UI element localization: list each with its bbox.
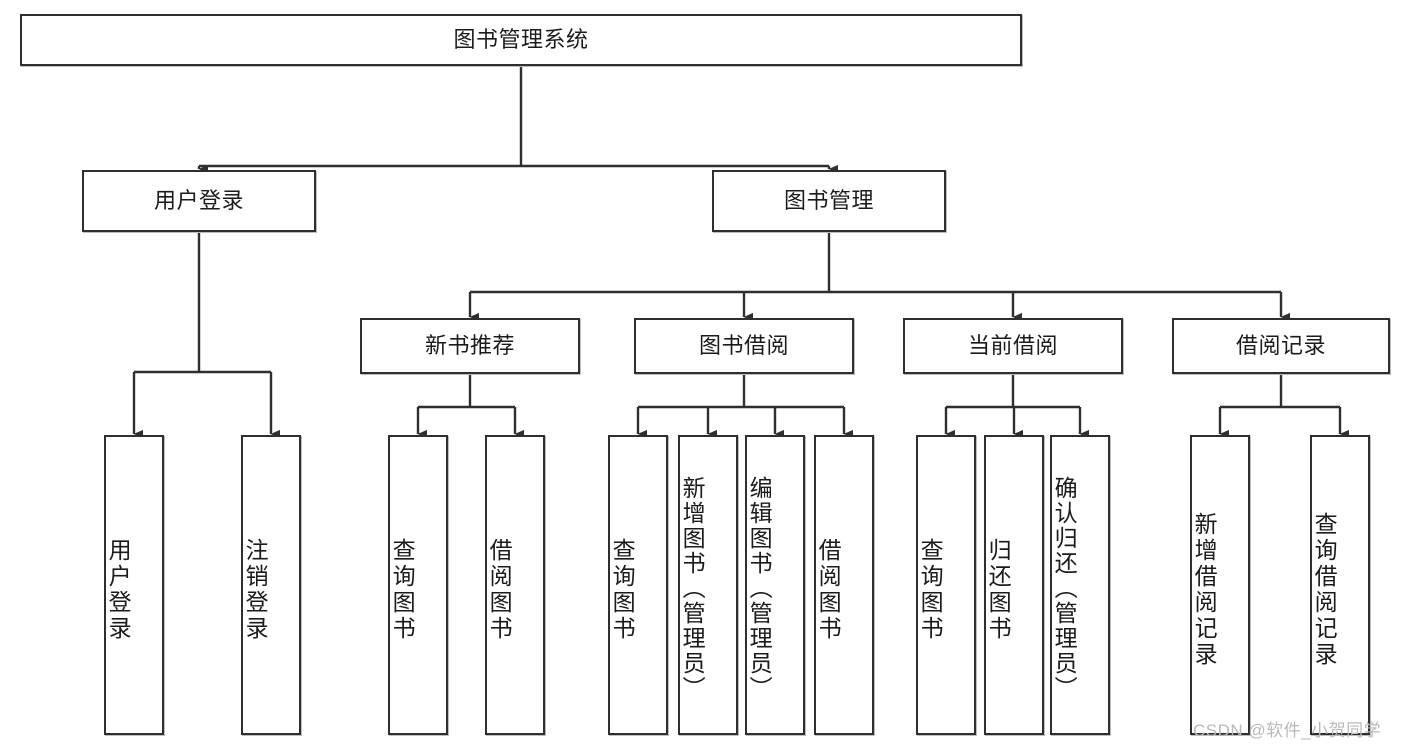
node-leaf-borrow-query-book[interactable]: 查询图书 [608, 435, 668, 735]
node-label: 图书管理系统 [453, 27, 589, 53]
node-label: 图书管理 [783, 188, 874, 214]
node-new-book-recommend[interactable]: 新书推荐 [360, 318, 580, 374]
node-leaf-query-loan-record[interactable]: 查询借阅记录 [1310, 435, 1370, 735]
node-label: 用户登录 [153, 188, 244, 214]
node-label: 借阅图书 [815, 538, 842, 642]
node-leaf-borrow-edit-book[interactable]: 编辑图书（管理员） [745, 435, 805, 735]
node-label: 查询图书 [609, 538, 636, 642]
node-leaf-user-login[interactable]: 用户登录 [104, 435, 164, 735]
node-label: 确认归还（管理员） [1051, 475, 1078, 701]
node-label: 用户登录 [105, 538, 132, 642]
node-label: 新书推荐 [424, 333, 515, 359]
node-leaf-cur-query-book[interactable]: 查询图书 [916, 435, 976, 735]
node-label: 图书借阅 [698, 333, 789, 359]
node-label: 编辑图书（管理员） [746, 475, 773, 701]
node-loan-record[interactable]: 借阅记录 [1172, 318, 1390, 374]
node-leaf-borrow-add-book[interactable]: 新增图书（管理员） [678, 435, 738, 735]
node-label: 查询图书 [389, 538, 416, 642]
node-leaf-borrow-lend-book[interactable]: 借阅图书 [814, 435, 874, 735]
node-label: 当前借阅 [967, 333, 1058, 359]
node-book-management[interactable]: 图书管理 [712, 170, 946, 232]
node-label: 归还图书 [985, 538, 1012, 642]
node-label: 新增图书（管理员） [679, 475, 706, 701]
node-leaf-logout-login[interactable]: 注销登录 [241, 435, 301, 735]
node-leaf-cur-return-book[interactable]: 归还图书 [984, 435, 1044, 735]
node-user-login[interactable]: 用户登录 [82, 170, 316, 232]
node-label: 查询图书 [917, 538, 944, 642]
node-current-loan[interactable]: 当前借阅 [903, 318, 1123, 374]
node-label: 借阅记录 [1235, 333, 1326, 359]
node-label: 查询借阅记录 [1311, 512, 1338, 668]
node-label: 借阅图书 [486, 538, 513, 642]
node-leaf-cur-confirm-return[interactable]: 确认归还（管理员） [1050, 435, 1110, 735]
node-leaf-add-loan-record[interactable]: 新增借阅记录 [1190, 435, 1250, 735]
node-label: 注销登录 [242, 538, 269, 642]
node-leaf-rec-borrow-book[interactable]: 借阅图书 [485, 435, 545, 735]
node-label: 新增借阅记录 [1191, 512, 1218, 668]
node-book-borrow[interactable]: 图书借阅 [634, 318, 854, 374]
node-root[interactable]: 图书管理系统 [20, 14, 1022, 66]
node-leaf-rec-query-book[interactable]: 查询图书 [388, 435, 448, 735]
